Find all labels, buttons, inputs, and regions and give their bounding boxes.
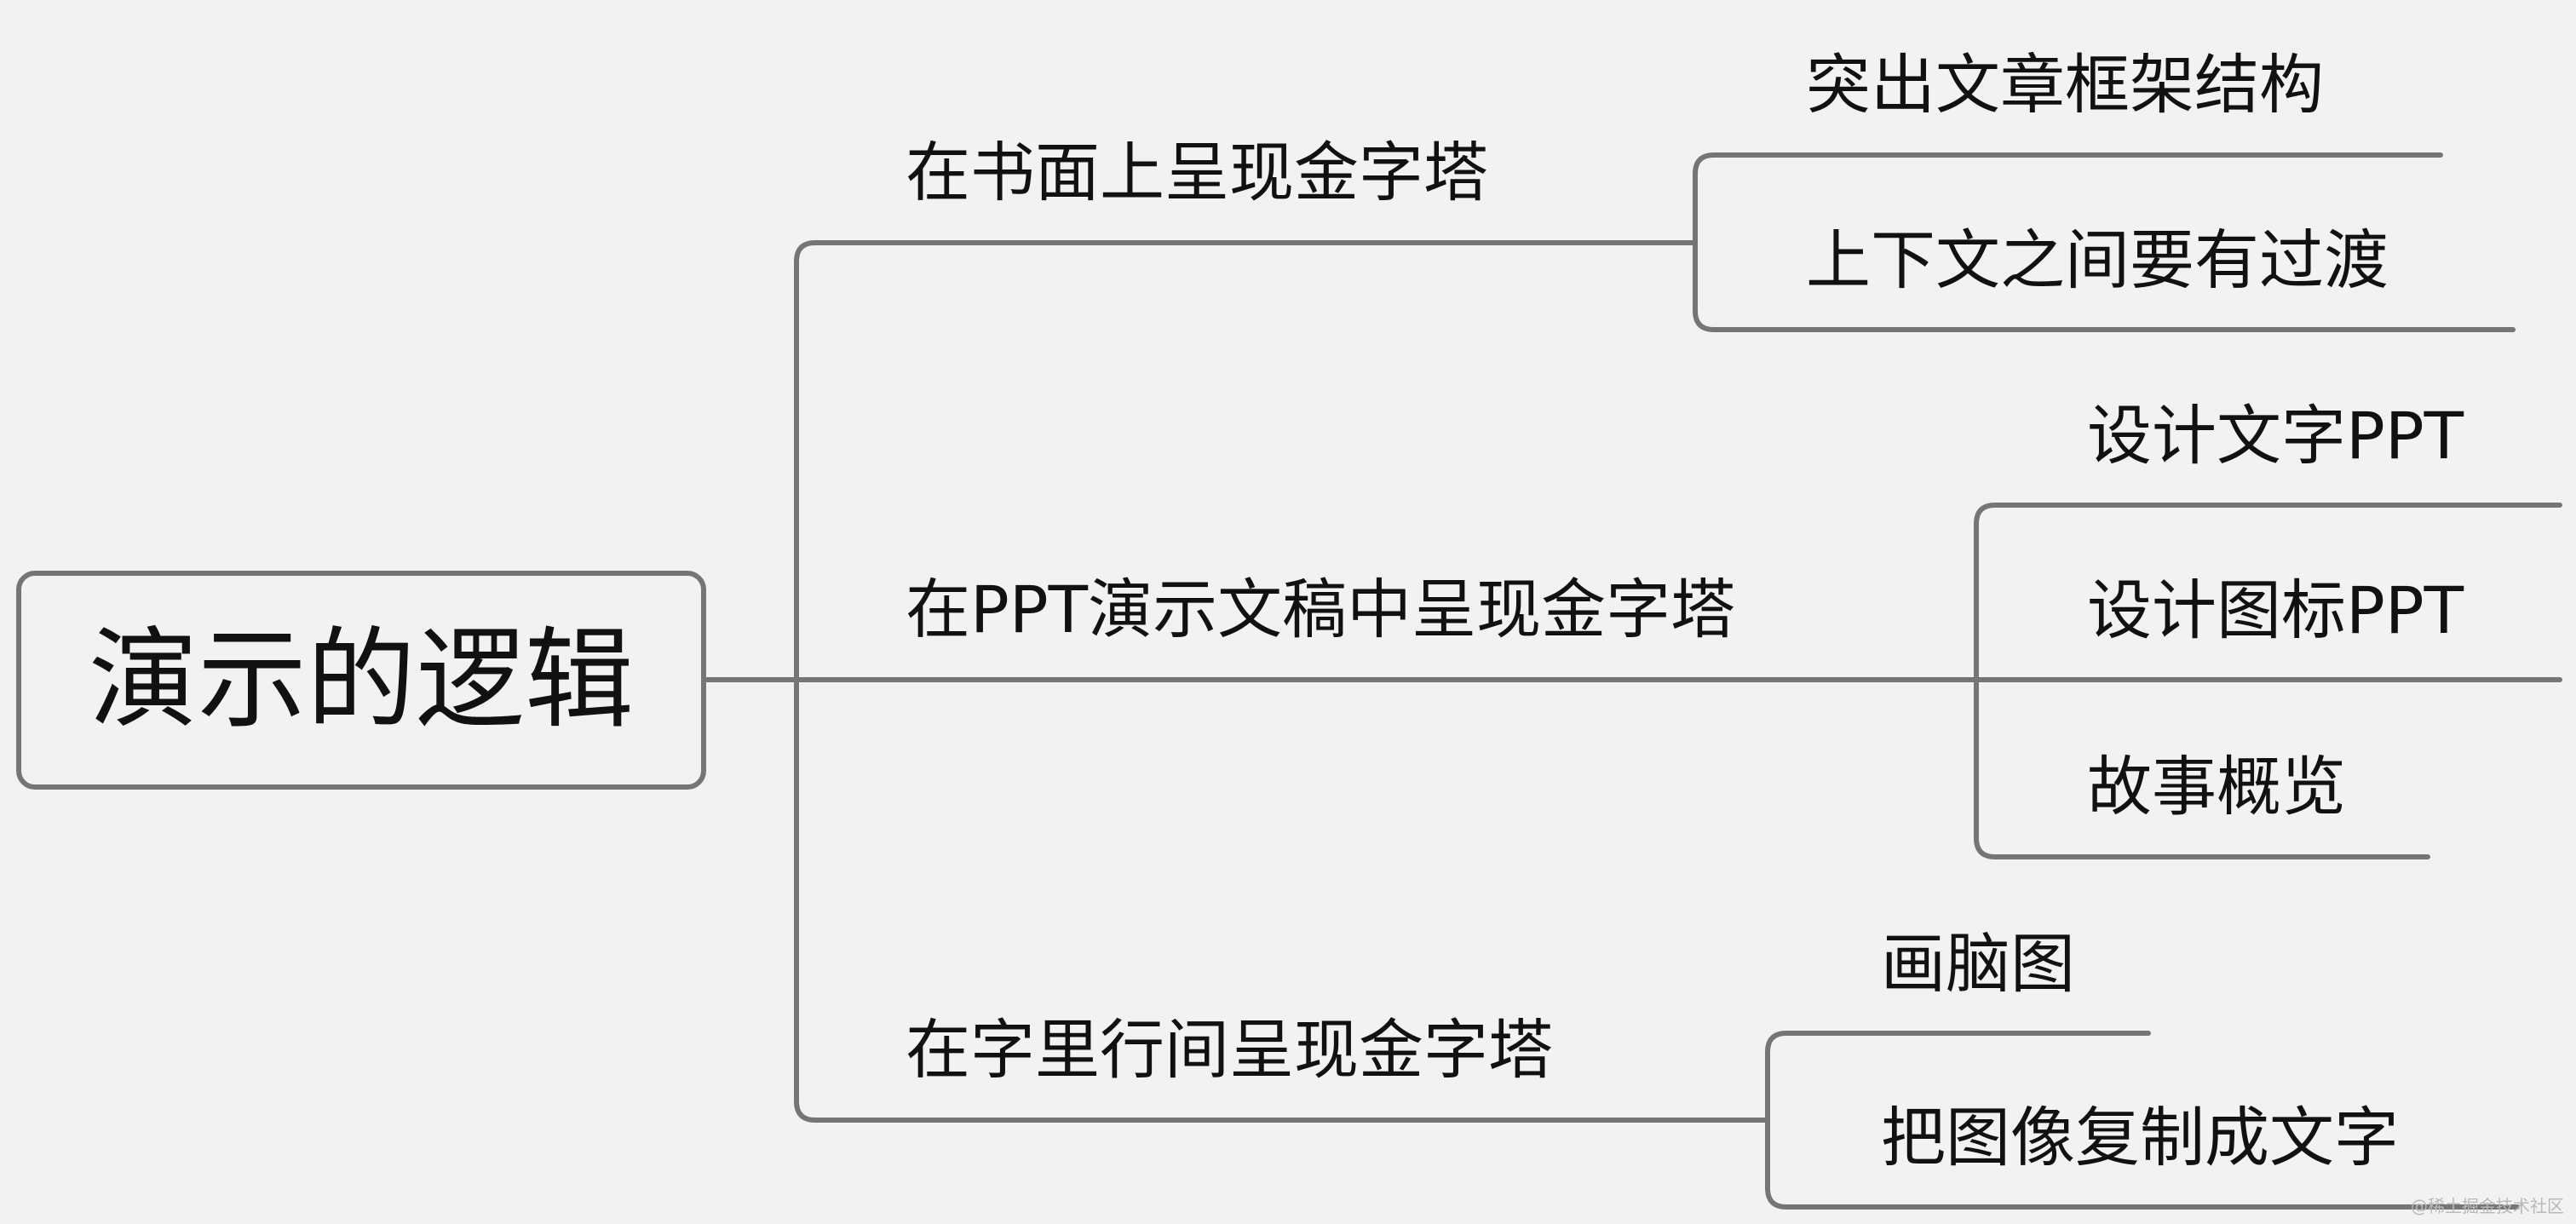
branch-2-child-2-label[interactable]: 设计图标PPT: [2087, 572, 2464, 648]
branch-3-child-1-underline: [1765, 1031, 2151, 1123]
branch-3-child-2-underline: [1765, 1118, 2520, 1210]
branch-1-child-1-underline: [1693, 152, 2443, 245]
branch-2-child-3-label[interactable]: 故事概览: [2087, 749, 2346, 825]
branch-2-label[interactable]: 在PPT演示文稿中呈现金字塔: [906, 572, 1736, 647]
branch-3-label[interactable]: 在字里行间呈现金字塔: [906, 1012, 1553, 1088]
branch-3-child-2-label[interactable]: 把图像复制成文字: [1881, 1100, 2399, 1175]
watermark: @稀土掘金技术社区: [2411, 1196, 2564, 1216]
root-label: 演示的逻辑: [88, 616, 634, 744]
branch-2-child-1-underline: [1974, 503, 2562, 682]
branch-3-child-1-label[interactable]: 画脑图: [1881, 926, 2075, 1002]
branch-1-label[interactable]: 在书面上呈现金字塔: [906, 135, 1488, 210]
branch-2-child-1-label[interactable]: 设计文字PPT: [2087, 398, 2464, 474]
branch-2-child-3-underline: [1974, 677, 2430, 859]
branch-1-child-1-label[interactable]: 突出文章框架结构: [1806, 47, 2324, 123]
branch-3-underline: [794, 677, 1770, 1123]
root-node[interactable]: 演示的逻辑: [16, 571, 706, 790]
branch-1-underline: [794, 240, 1698, 682]
branch-1-child-2-label[interactable]: 上下文之间要有过渡: [1806, 222, 2389, 298]
branch-1-child-2-underline: [1693, 240, 2516, 332]
